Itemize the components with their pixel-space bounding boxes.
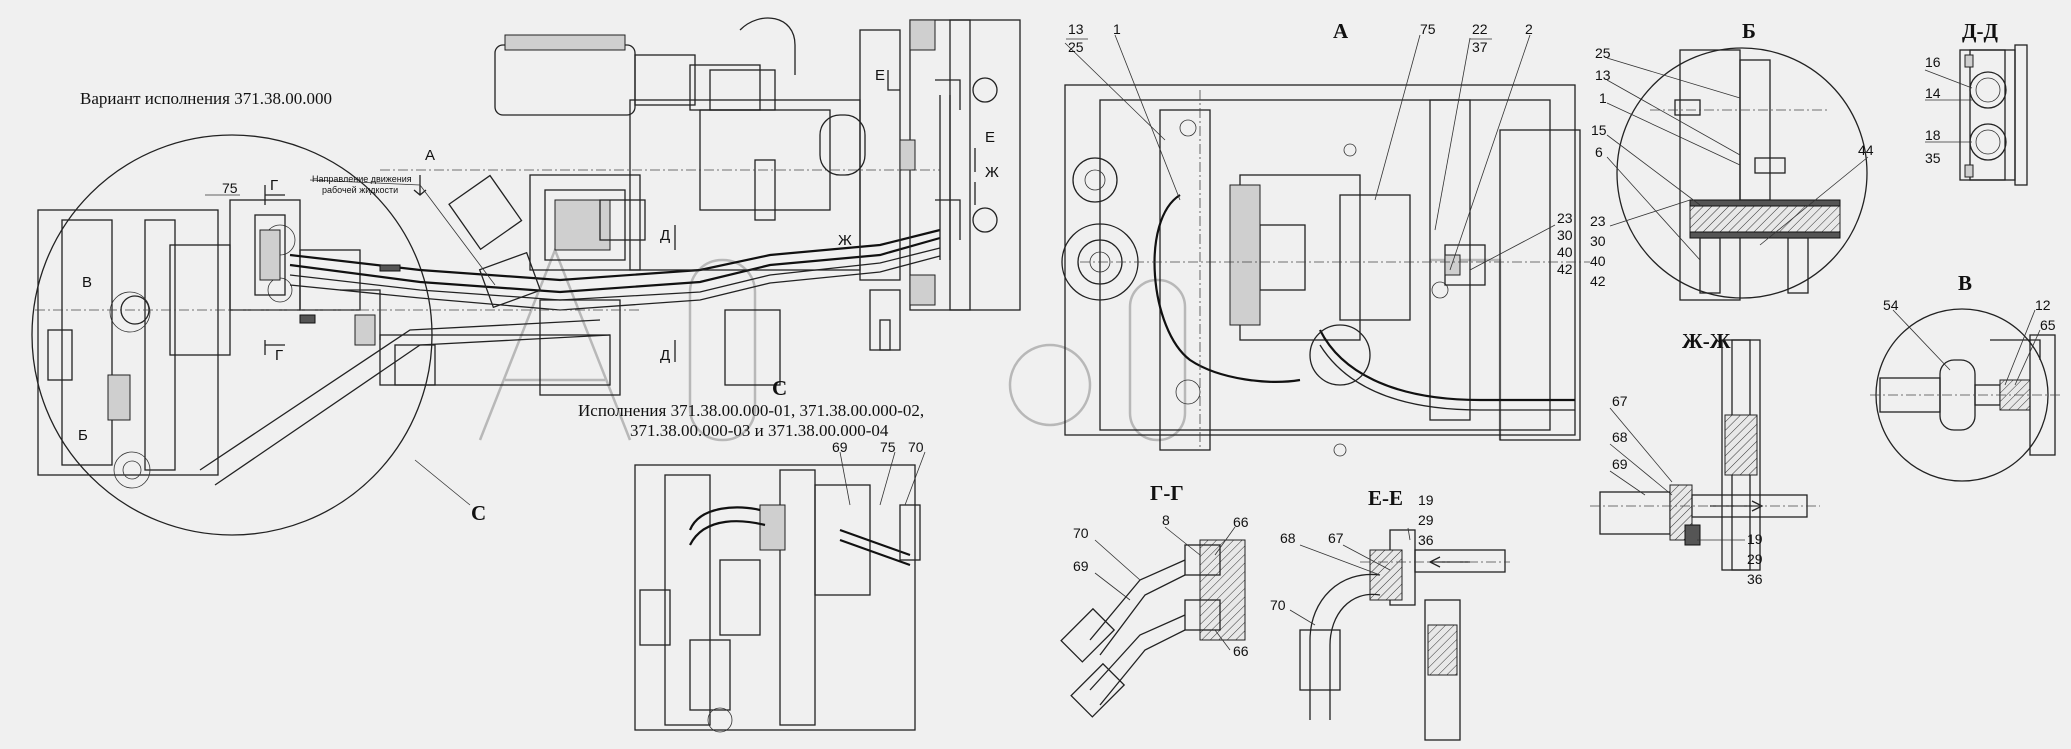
- flow-caption-1: Направление движения: [312, 174, 412, 184]
- callout-ee-19: 19: [1418, 492, 1434, 508]
- callout-a-42: 42: [1557, 261, 1573, 277]
- view-mark-zh1: Ж: [985, 164, 999, 181]
- callout-dd-16: 16: [1925, 54, 1941, 70]
- callout-b-25: 25: [1595, 45, 1611, 61]
- callout-c-75: 75: [880, 439, 896, 455]
- view-gg: Г-Г 8 66 70 69 66: [1060, 481, 1249, 718]
- section-title-ee: Е-Е: [1368, 486, 1403, 510]
- callout-ee-68: 68: [1280, 530, 1296, 546]
- callout-zh-68: 68: [1612, 429, 1628, 445]
- callout-b-40: 40: [1590, 253, 1606, 269]
- section-title-v: В: [1958, 271, 1972, 295]
- view-a-callouts: 13 25 1 75 22 37 2 23 30 40 42: [1064, 21, 1573, 277]
- view-zhzh: Ж-Ж 67 68 69 19 29 36: [1590, 329, 1820, 587]
- callout-a-23: 23: [1557, 210, 1573, 226]
- callout-gg-8: 8: [1162, 512, 1170, 528]
- section-title-c-detail: С: [772, 376, 787, 400]
- callout-b-6: 6: [1595, 144, 1603, 160]
- view-mark-b: Б: [78, 427, 88, 444]
- view-b: Б 25 13 1 15 6 44 23 30 40 42: [1590, 19, 1874, 301]
- view-mark-g2: Г: [275, 347, 283, 364]
- callout-b-1: 1: [1599, 90, 1607, 106]
- view-mark-d2: Д: [660, 347, 670, 364]
- callout-zh-29: 29: [1747, 551, 1763, 567]
- exec-caption-1: Исполнения 371.38.00.000-01, 371.38.00.0…: [578, 401, 924, 420]
- view-a: А 13 25 1: [1061, 19, 1590, 457]
- view-mark-e2: Е: [985, 129, 995, 146]
- view-mark-g1: Г: [270, 177, 278, 194]
- callout-a-1: 1: [1113, 21, 1121, 37]
- callout-ee-67: 67: [1328, 530, 1344, 546]
- callout-b-42: 42: [1590, 273, 1606, 289]
- callout-75-main: 75: [222, 180, 238, 196]
- section-title-b: Б: [1742, 19, 1756, 43]
- callout-gg-66a: 66: [1233, 514, 1249, 530]
- section-title-gg: Г-Г: [1150, 481, 1184, 505]
- callout-a-2: 2: [1525, 21, 1533, 37]
- callout-dd-35: 35: [1925, 150, 1941, 166]
- callout-c-69: 69: [832, 439, 848, 455]
- view-dd: Д-Д 16 14 18 35: [1924, 19, 2028, 186]
- callout-ee-29: 29: [1418, 512, 1434, 528]
- callout-a-75: 75: [1420, 21, 1436, 37]
- callout-b-13: 13: [1595, 67, 1611, 83]
- main-assembly: А Г Г В Б Е Е Ж Ж Д Д 75 Направление дви…: [31, 17, 1021, 536]
- callout-zh-19: 19: [1747, 531, 1763, 547]
- callout-zh-67: 67: [1612, 393, 1628, 409]
- callout-v-65: 65: [2040, 317, 2056, 333]
- callout-a-13: 13: [1068, 21, 1084, 37]
- callout-v-12: 12: [2035, 297, 2051, 313]
- view-mark-e1: Е: [875, 67, 885, 84]
- view-v: В 54 12 65: [1870, 271, 2060, 482]
- view-mark-zh2: Ж: [838, 232, 852, 249]
- callout-gg-70: 70: [1073, 525, 1089, 541]
- detail-c: С 69 75 70: [634, 376, 926, 733]
- section-title-dd: Д-Д: [1962, 19, 1998, 43]
- callout-a-30: 30: [1557, 227, 1573, 243]
- callout-b-30: 30: [1590, 233, 1606, 249]
- callout-ee-36: 36: [1418, 532, 1434, 548]
- callout-v-54: 54: [1883, 297, 1899, 313]
- callout-gg-66b: 66: [1233, 643, 1249, 659]
- callout-c-70: 70: [908, 439, 924, 455]
- callout-dd-18: 18: [1925, 127, 1941, 143]
- section-title-c-circle: С: [471, 501, 486, 525]
- view-ee: Е-Е 19 29 36 68 67 70: [1270, 486, 1510, 741]
- section-title-zhzh: Ж-Ж: [1682, 329, 1731, 353]
- callout-zh-69: 69: [1612, 456, 1628, 472]
- variant-caption: Вариант исполнения 371.38.00.000: [80, 89, 332, 108]
- callout-a-25: 25: [1068, 39, 1084, 55]
- callout-ee-70: 70: [1270, 597, 1286, 613]
- view-mark-d1: Д: [660, 227, 670, 244]
- callout-b-23: 23: [1590, 213, 1606, 229]
- callout-zh-36: 36: [1747, 571, 1763, 587]
- view-mark-v: В: [82, 274, 92, 291]
- flow-caption-2: рабочей жидкости: [322, 185, 398, 195]
- callout-dd-14: 14: [1925, 85, 1941, 101]
- callout-a-37: 37: [1472, 39, 1488, 55]
- callout-a-40: 40: [1557, 244, 1573, 260]
- section-title-a: А: [1333, 19, 1349, 43]
- exec-caption-2: 371.38.00.000-03 и 371.38.00.000-04: [630, 421, 889, 440]
- callout-a-22: 22: [1472, 21, 1488, 37]
- view-b-callouts: 25 13 1 15 6 44 23 30 40 42: [1590, 45, 1874, 289]
- callout-b-44: 44: [1858, 142, 1874, 158]
- callout-b-15: 15: [1591, 122, 1607, 138]
- callout-gg-69: 69: [1073, 558, 1089, 574]
- view-mark-a: А: [425, 147, 435, 164]
